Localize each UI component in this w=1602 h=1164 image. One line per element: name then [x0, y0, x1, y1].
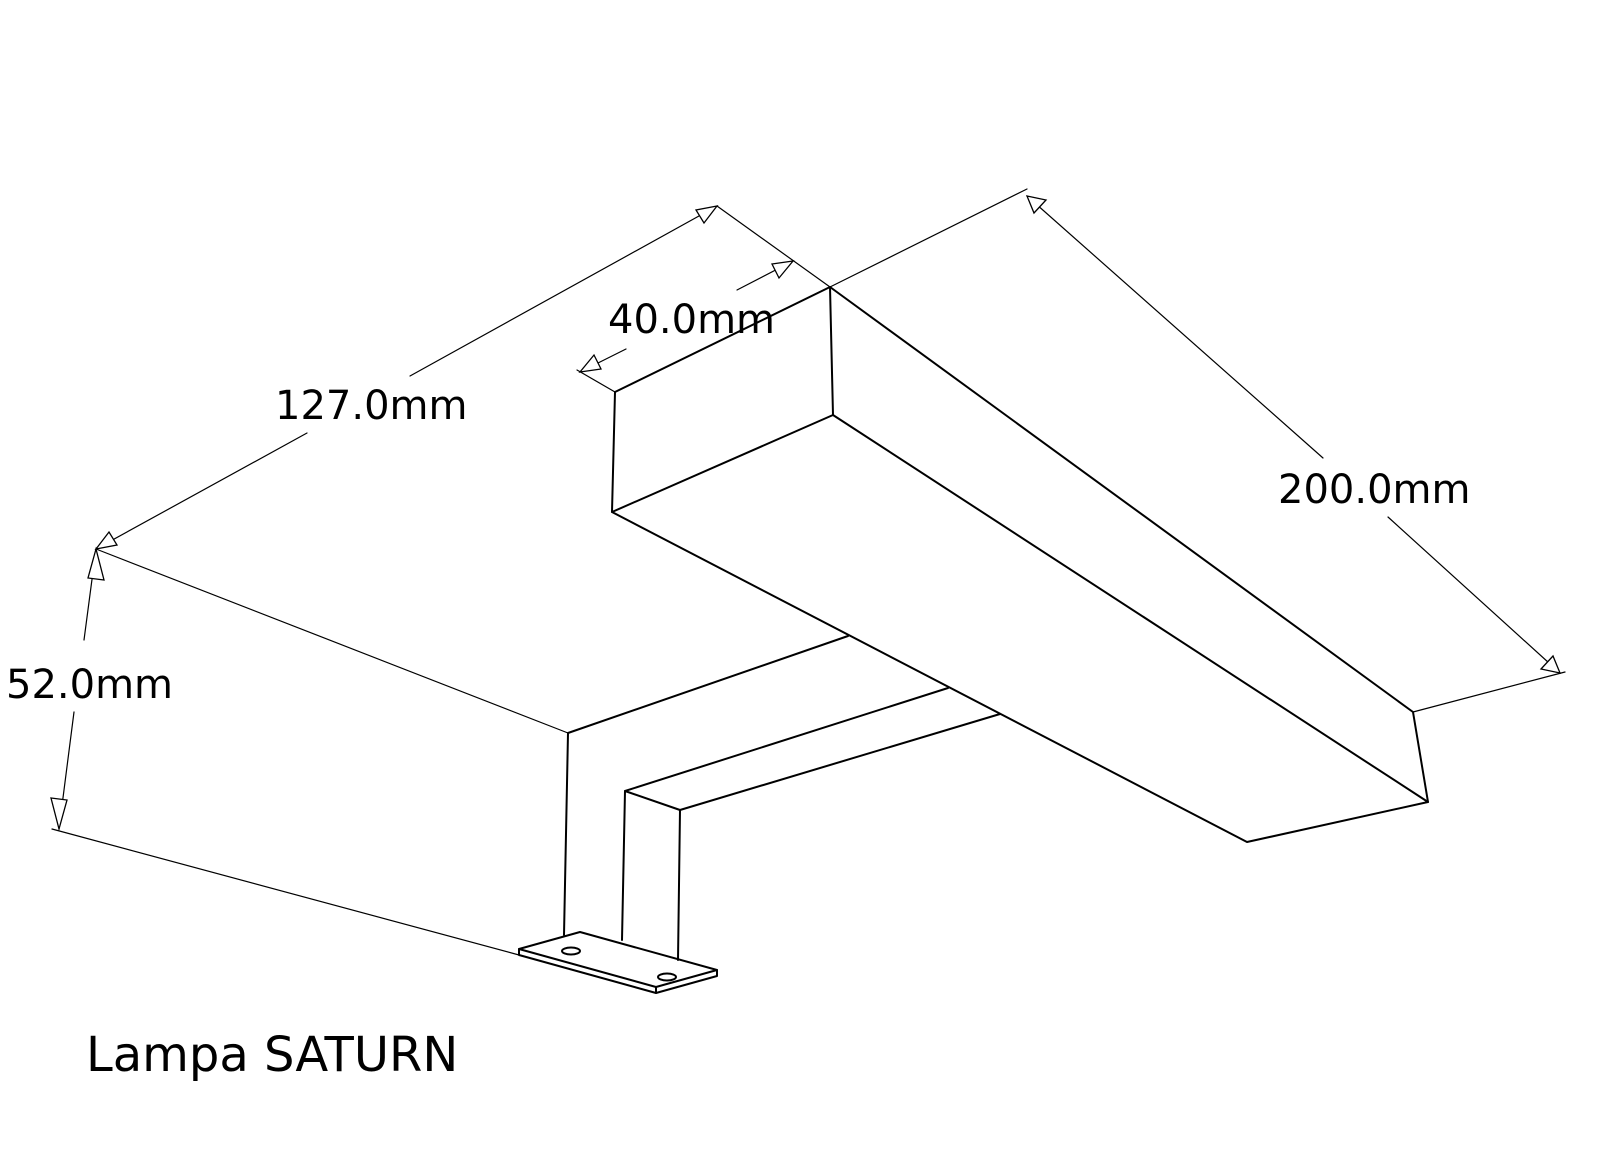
screw-hole	[657, 972, 677, 982]
dimension-height: 52.0mm	[6, 546, 520, 956]
dimension-label-length: 200.0mm	[1278, 467, 1470, 513]
wall-mount-plate	[518, 931, 718, 994]
dimension-thickness: 40.0mm	[576, 205, 831, 393]
dimension-length: 200.0mm	[829, 188, 1566, 713]
dimension-label-height: 52.0mm	[6, 662, 173, 708]
dimension-label-thickness: 40.0mm	[608, 297, 775, 343]
lamp-bar	[611, 286, 1429, 843]
dimension-label-depth: 127.0mm	[275, 383, 467, 429]
dimension-depth: 127.0mm	[94, 205, 719, 734]
screw-hole	[561, 946, 581, 956]
mounting-arm	[563, 635, 1001, 961]
drawing-title: Lampa SATURN	[86, 1027, 458, 1083]
